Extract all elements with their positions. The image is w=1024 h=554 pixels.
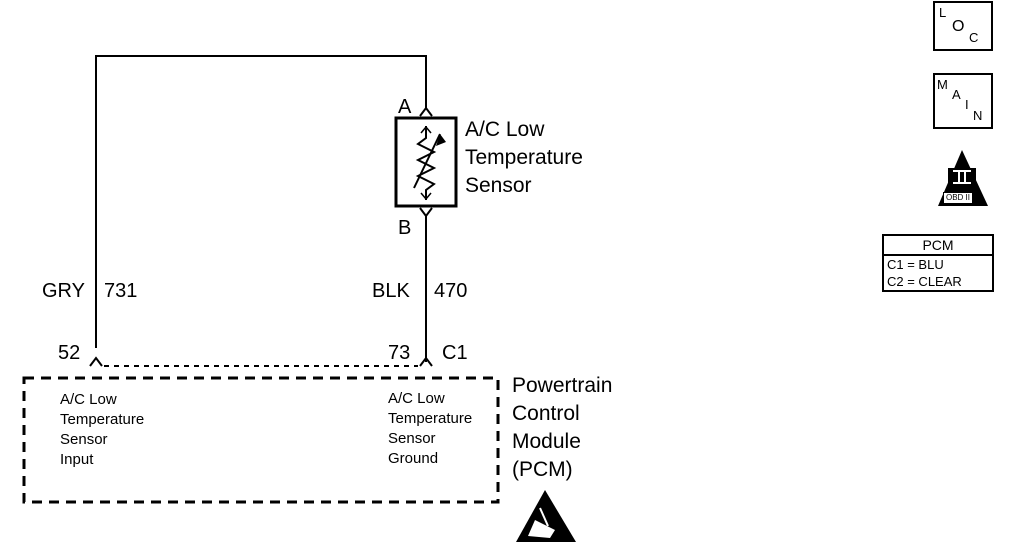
esd-caution-icon bbox=[516, 490, 576, 542]
pcm-right-line1: A/C Low bbox=[388, 390, 445, 407]
wire-left-color: GRY bbox=[42, 280, 85, 302]
main-letter-a: A bbox=[952, 87, 961, 102]
legend-row-c2: C2 = CLEAR bbox=[887, 274, 962, 289]
pcm-name-line1: Powertrain bbox=[512, 374, 613, 397]
loc-icon bbox=[933, 1, 993, 51]
sensor-name: A/C Low Temperature Sensor bbox=[465, 116, 583, 200]
pin-left-label: 52 bbox=[58, 342, 81, 364]
main-letter-n: N bbox=[973, 108, 983, 123]
loc-letter-l: L bbox=[939, 5, 947, 20]
pcm-left-function: A/C Low Temperature Sensor Input bbox=[60, 390, 144, 470]
wire-top-loop bbox=[95, 55, 427, 348]
terminal-a-label: A bbox=[398, 96, 412, 118]
pcm-name-line3: Module bbox=[512, 430, 581, 453]
sensor-name-line2: Temperature bbox=[465, 146, 583, 169]
pin-right-label: 73 bbox=[388, 342, 411, 364]
pcm-box bbox=[22, 376, 500, 504]
pcm-right-line3: Sensor bbox=[388, 430, 436, 447]
connector-label: C1 bbox=[442, 342, 468, 364]
terminal-a-chevron bbox=[419, 106, 433, 117]
pcm-left-line4: Input bbox=[60, 451, 94, 468]
wire-right-color: BLK bbox=[372, 280, 410, 302]
pcm-left-line1: A/C Low bbox=[60, 391, 117, 408]
pcm-left-line3: Sensor bbox=[60, 431, 108, 448]
pin-52-chevron bbox=[89, 356, 103, 367]
terminal-b-chevron bbox=[419, 207, 433, 218]
wire-right-circuit: 470 bbox=[434, 280, 468, 302]
main-letter-m: M bbox=[937, 77, 948, 92]
loc-letter-c: C bbox=[969, 30, 979, 45]
wire-left-circuit: 731 bbox=[104, 280, 138, 302]
loc-letter-o: O bbox=[952, 18, 965, 35]
sensor-name-line1: A/C Low bbox=[465, 118, 545, 141]
obd-label: OBD II bbox=[943, 192, 974, 204]
main-icon bbox=[933, 73, 993, 129]
terminal-b-label: B bbox=[398, 217, 412, 239]
pcm-right-line2: Temperature bbox=[388, 410, 473, 427]
pcm-right-line4: Ground bbox=[388, 450, 439, 467]
pcm-right-function: A/C Low Temperature Sensor Ground bbox=[388, 389, 472, 469]
sensor-name-line3: Sensor bbox=[465, 174, 532, 197]
pcm-name: Powertrain Control Module (PCM) bbox=[512, 372, 612, 484]
pcm-name-line4: (PCM) bbox=[512, 458, 573, 481]
pin-73-chevron bbox=[419, 356, 433, 367]
pcm-name-line2: Control bbox=[512, 402, 580, 425]
thermistor-arrow bbox=[413, 133, 441, 189]
legend-title: PCM bbox=[884, 236, 992, 256]
main-letter-i: I bbox=[965, 97, 969, 112]
legend-row-c1: C1 = BLU bbox=[887, 257, 944, 272]
pcm-connector-legend: PCM C1 = BLU C2 = CLEAR bbox=[882, 234, 994, 292]
pcm-left-line2: Temperature bbox=[60, 411, 145, 428]
